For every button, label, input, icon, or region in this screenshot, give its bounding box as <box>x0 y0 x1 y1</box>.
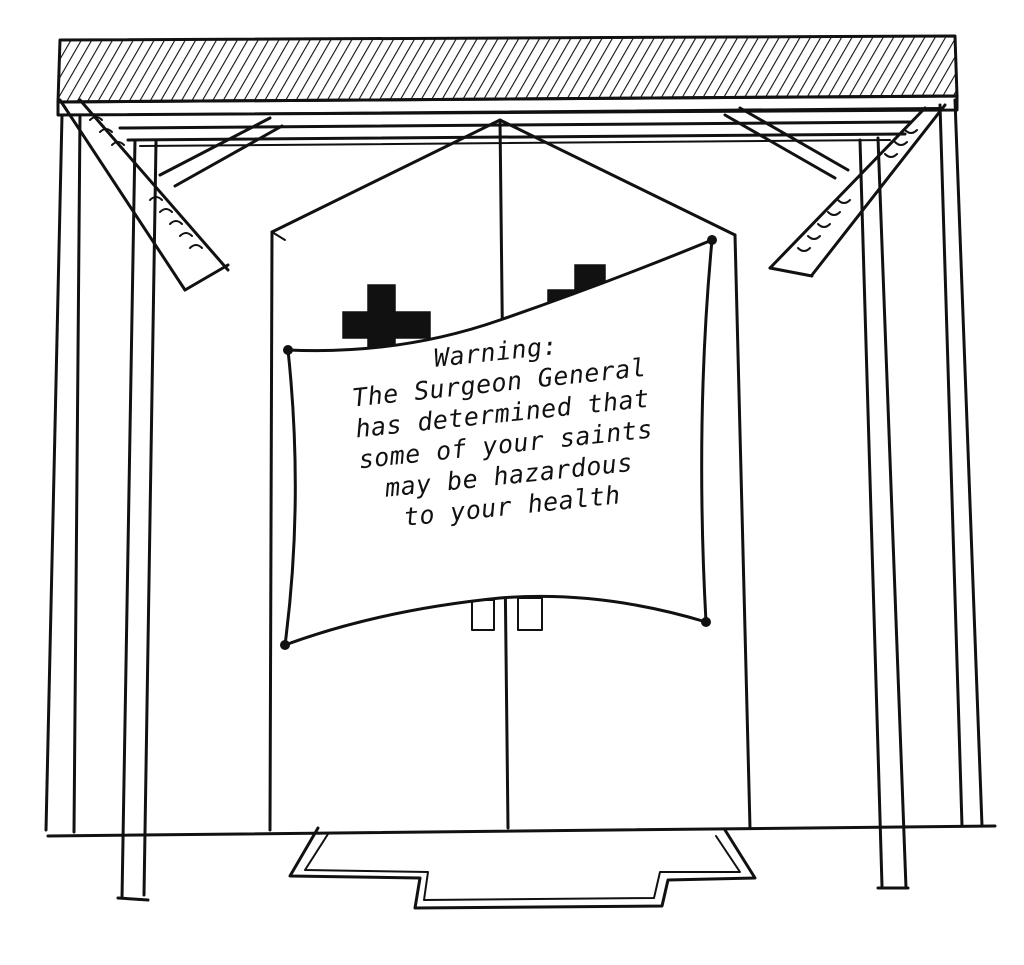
cross-doormat <box>288 826 757 910</box>
warning-banner <box>280 235 717 650</box>
left-brace <box>58 98 284 292</box>
right-outer-pillar <box>938 98 984 828</box>
left-inner-pillar <box>116 138 158 902</box>
left-outer-pillar <box>44 113 82 834</box>
right-brace <box>723 103 947 278</box>
warning-sign-text: Warning: The Surgeon General has determi… <box>309 317 698 541</box>
roof-beam <box>56 34 959 117</box>
right-inner-pillar <box>858 136 910 890</box>
